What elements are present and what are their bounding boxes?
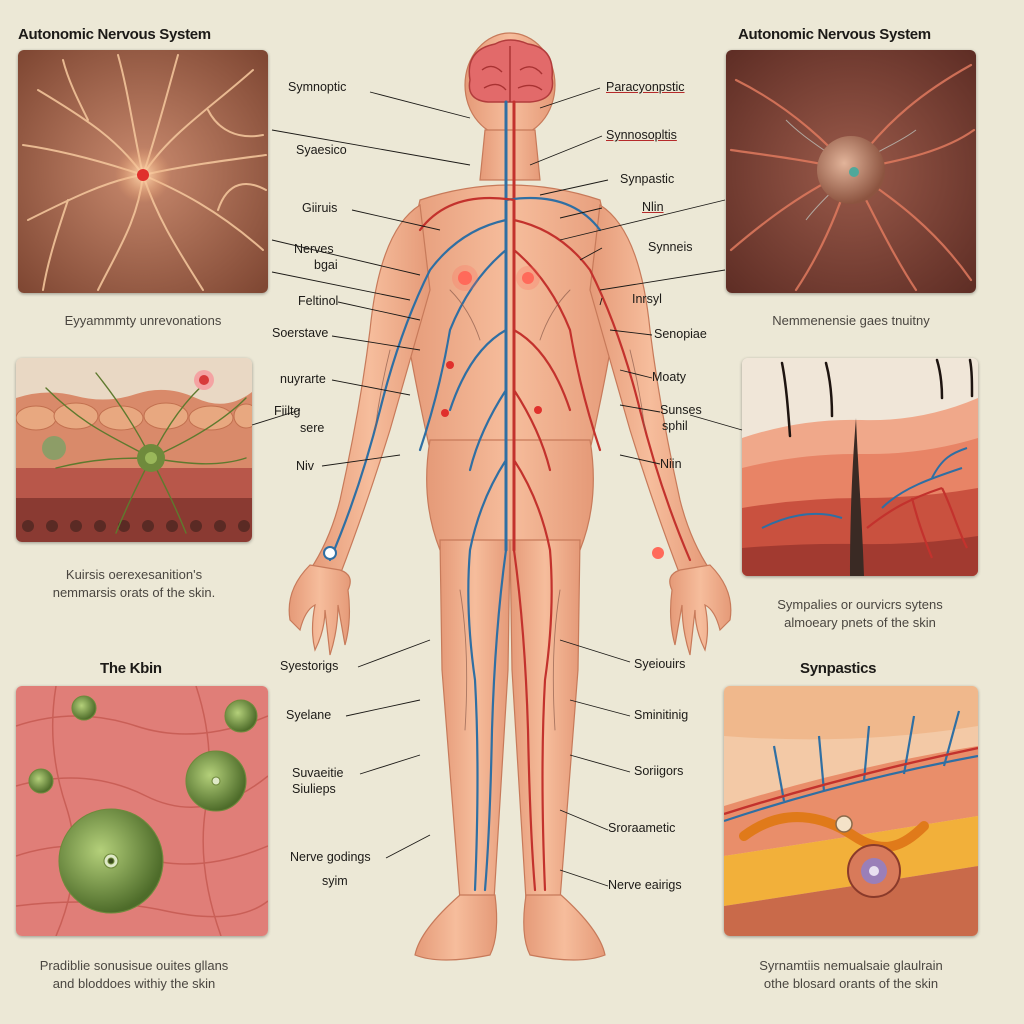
- ganglia-markers: [323, 265, 664, 560]
- label-left-12: Syestorigs: [280, 659, 339, 673]
- panel-neuron-right: [726, 50, 976, 293]
- foot-right: [523, 894, 606, 961]
- label-right-14: Soriigors: [634, 764, 684, 778]
- label-right-7: Senopiae: [654, 327, 707, 341]
- label-right-9: Sunses: [660, 403, 702, 417]
- skin-tissue-illustration: [16, 358, 252, 542]
- caption-left-2-line1: Kuirsis oerexesanition's: [65, 567, 203, 582]
- label-right-8: Moaty: [652, 370, 687, 384]
- title-top-left: Autonomic Nervous System: [18, 26, 211, 43]
- label-right-11: Niin: [660, 457, 682, 471]
- leg-left: [439, 539, 511, 901]
- label-left-8: nuyrarte: [280, 372, 326, 386]
- label-left-15: Siulieps: [292, 782, 336, 796]
- panel-tissue-section-right: [724, 686, 978, 936]
- hair-follicle-illustration: [742, 358, 978, 576]
- panel-hair-follicle-right: [742, 358, 978, 576]
- label-right-12: Syeiouirs: [634, 657, 686, 671]
- title-bottom-left: The Kbin: [100, 660, 162, 677]
- tissue-section-illustration: [724, 686, 978, 936]
- hand-left: [288, 564, 351, 656]
- label-right-16: Nerve eairigs: [608, 878, 682, 892]
- caption-left-3-line2: and bloddoes withiy the skin: [52, 976, 216, 991]
- label-right-13: Sminitinig: [634, 708, 689, 722]
- human-body-figure: [288, 32, 732, 961]
- caption-left-3-line1: Pradiblie sonusisue ouites gllans: [39, 958, 229, 973]
- label-left-1: Symnoptic: [288, 80, 347, 94]
- caption-left-2: Kuirsis oerexesanition's nemmarsis orats…: [16, 566, 252, 602]
- caption-left-2-line2: nemmarsis orats of the skin.: [52, 585, 216, 600]
- title-bottom-right: Synpastics: [800, 660, 877, 677]
- skin-cells-illustration: [16, 686, 268, 936]
- caption-right-3-line2: othe blosard orants of the skin: [763, 976, 939, 991]
- caption-left-3: Pradiblie sonusisue ouites gllans and bl…: [0, 957, 268, 993]
- hand-right: [669, 564, 732, 656]
- label-right-15: Sroraametic: [608, 821, 676, 835]
- torso: [399, 184, 621, 451]
- foot-left: [414, 894, 498, 961]
- pelvis: [426, 439, 594, 551]
- panel-skin-cells-left: [16, 686, 268, 936]
- arm-right: [589, 203, 712, 576]
- label-right-3: Synpastic: [620, 172, 675, 186]
- label-right-6: Inrsyl: [632, 292, 662, 306]
- caption-right-1: Nemmenensie gaes tnuitny: [772, 313, 930, 328]
- caption-right-3-line1: Syrnamtiis nemualsaie glaulrain: [759, 958, 943, 973]
- label-left-7: Soerstave: [272, 326, 329, 340]
- label-left-2: Syaesico: [296, 143, 347, 157]
- caption-right-2-line2: almoeary pnets of the skin: [784, 615, 936, 630]
- caption-left-1: Eyyammmty unrevonations: [64, 313, 222, 328]
- neuron-illustration: [18, 50, 268, 293]
- label-right-5: Synneis: [648, 240, 693, 254]
- brain-icon: [468, 39, 554, 103]
- neuron-cell-illustration: [726, 50, 976, 293]
- panel-skin-layers-left: [16, 358, 252, 542]
- label-left-4: Nerves: [294, 242, 334, 256]
- neck: [479, 129, 541, 181]
- label-left-6: Feltinol: [298, 294, 339, 308]
- label-left-9: Fiiltg: [274, 404, 301, 418]
- label-left-3: Giiruis: [302, 201, 338, 215]
- title-top-right: Autonomic Nervous System: [738, 26, 931, 43]
- label-right-2: Synnosopltis: [606, 128, 677, 142]
- label-right-1: Paracyonpstic: [606, 80, 685, 94]
- caption-right-2: Sympalies or ourvicrs sytens almoeary pn…: [742, 596, 978, 632]
- label-left-17: syim: [322, 874, 348, 888]
- caption-right-2-line1: Sympalies or ourvicrs sytens: [777, 597, 943, 612]
- label-left-10: sere: [300, 421, 325, 435]
- label-left-11: Niv: [296, 459, 315, 473]
- label-right-10: sphil: [662, 419, 688, 433]
- panel-neuron-left: [18, 50, 268, 293]
- label-left-14: Suvaeitie: [292, 766, 344, 780]
- label-left-5: bgai: [314, 258, 338, 272]
- leg-right: [509, 539, 581, 901]
- label-left-16: Nerve godings: [290, 850, 371, 864]
- caption-right-3: Syrnamtiis nemualsaie glaulrain othe blo…: [712, 957, 990, 993]
- label-left-13: Syelane: [286, 708, 332, 722]
- label-right-4: Nlin: [642, 200, 664, 214]
